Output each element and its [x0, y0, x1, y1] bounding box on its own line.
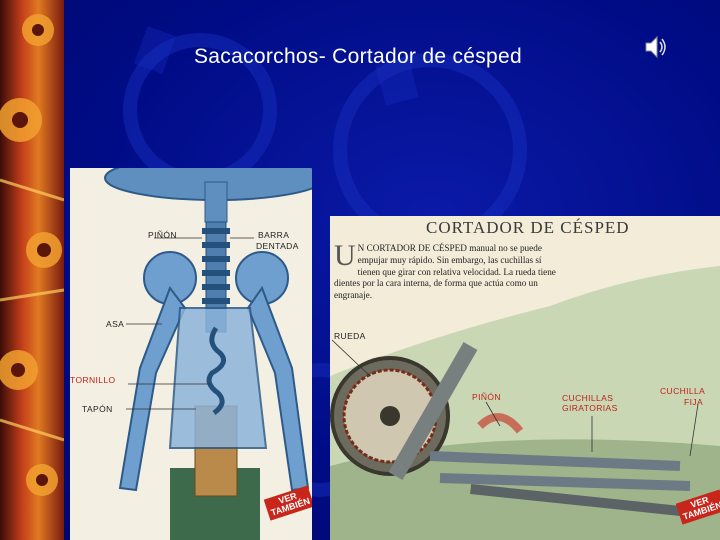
label-cuchilla-fija-1: CUCHILLA — [660, 386, 706, 396]
label-asa: ASA — [106, 319, 125, 329]
label-dentada: DENTADA — [256, 241, 299, 251]
label-tapon: TAPÓN — [82, 404, 113, 414]
mower-paragraph-text: N CORTADOR DE CÉSPED manual no se puede … — [334, 243, 556, 301]
mower-dropcap: U — [334, 239, 356, 272]
label-cuchillas-2: GIRATORIAS — [562, 403, 618, 413]
left-decorative-strip — [0, 0, 65, 540]
mower-drawing — [330, 266, 720, 540]
label-pinon-mower: PIÑÓN — [472, 392, 501, 402]
slide-title: Sacacorchos- Cortador de césped — [194, 45, 522, 68]
label-barra: BARRA — [258, 230, 290, 240]
gear-strip-icon — [0, 14, 65, 496]
label-cuchilla-fija-2: FIJA — [684, 397, 704, 407]
label-pinon: PIÑÓN — [148, 230, 177, 240]
corkscrew-drawing — [104, 168, 312, 540]
mower-title: CORTADOR DE CÉSPED — [426, 218, 630, 237]
label-rueda: RUEDA — [334, 331, 366, 341]
corkscrew-illustration: PIÑÓN BARRA DENTADA ASA TORNILLO TAPÓN V… — [70, 168, 312, 540]
label-cuchillas-1: CUCHILLAS — [562, 393, 614, 403]
speaker-icon[interactable] — [640, 32, 670, 62]
label-tornillo: TORNILLO — [70, 375, 116, 385]
